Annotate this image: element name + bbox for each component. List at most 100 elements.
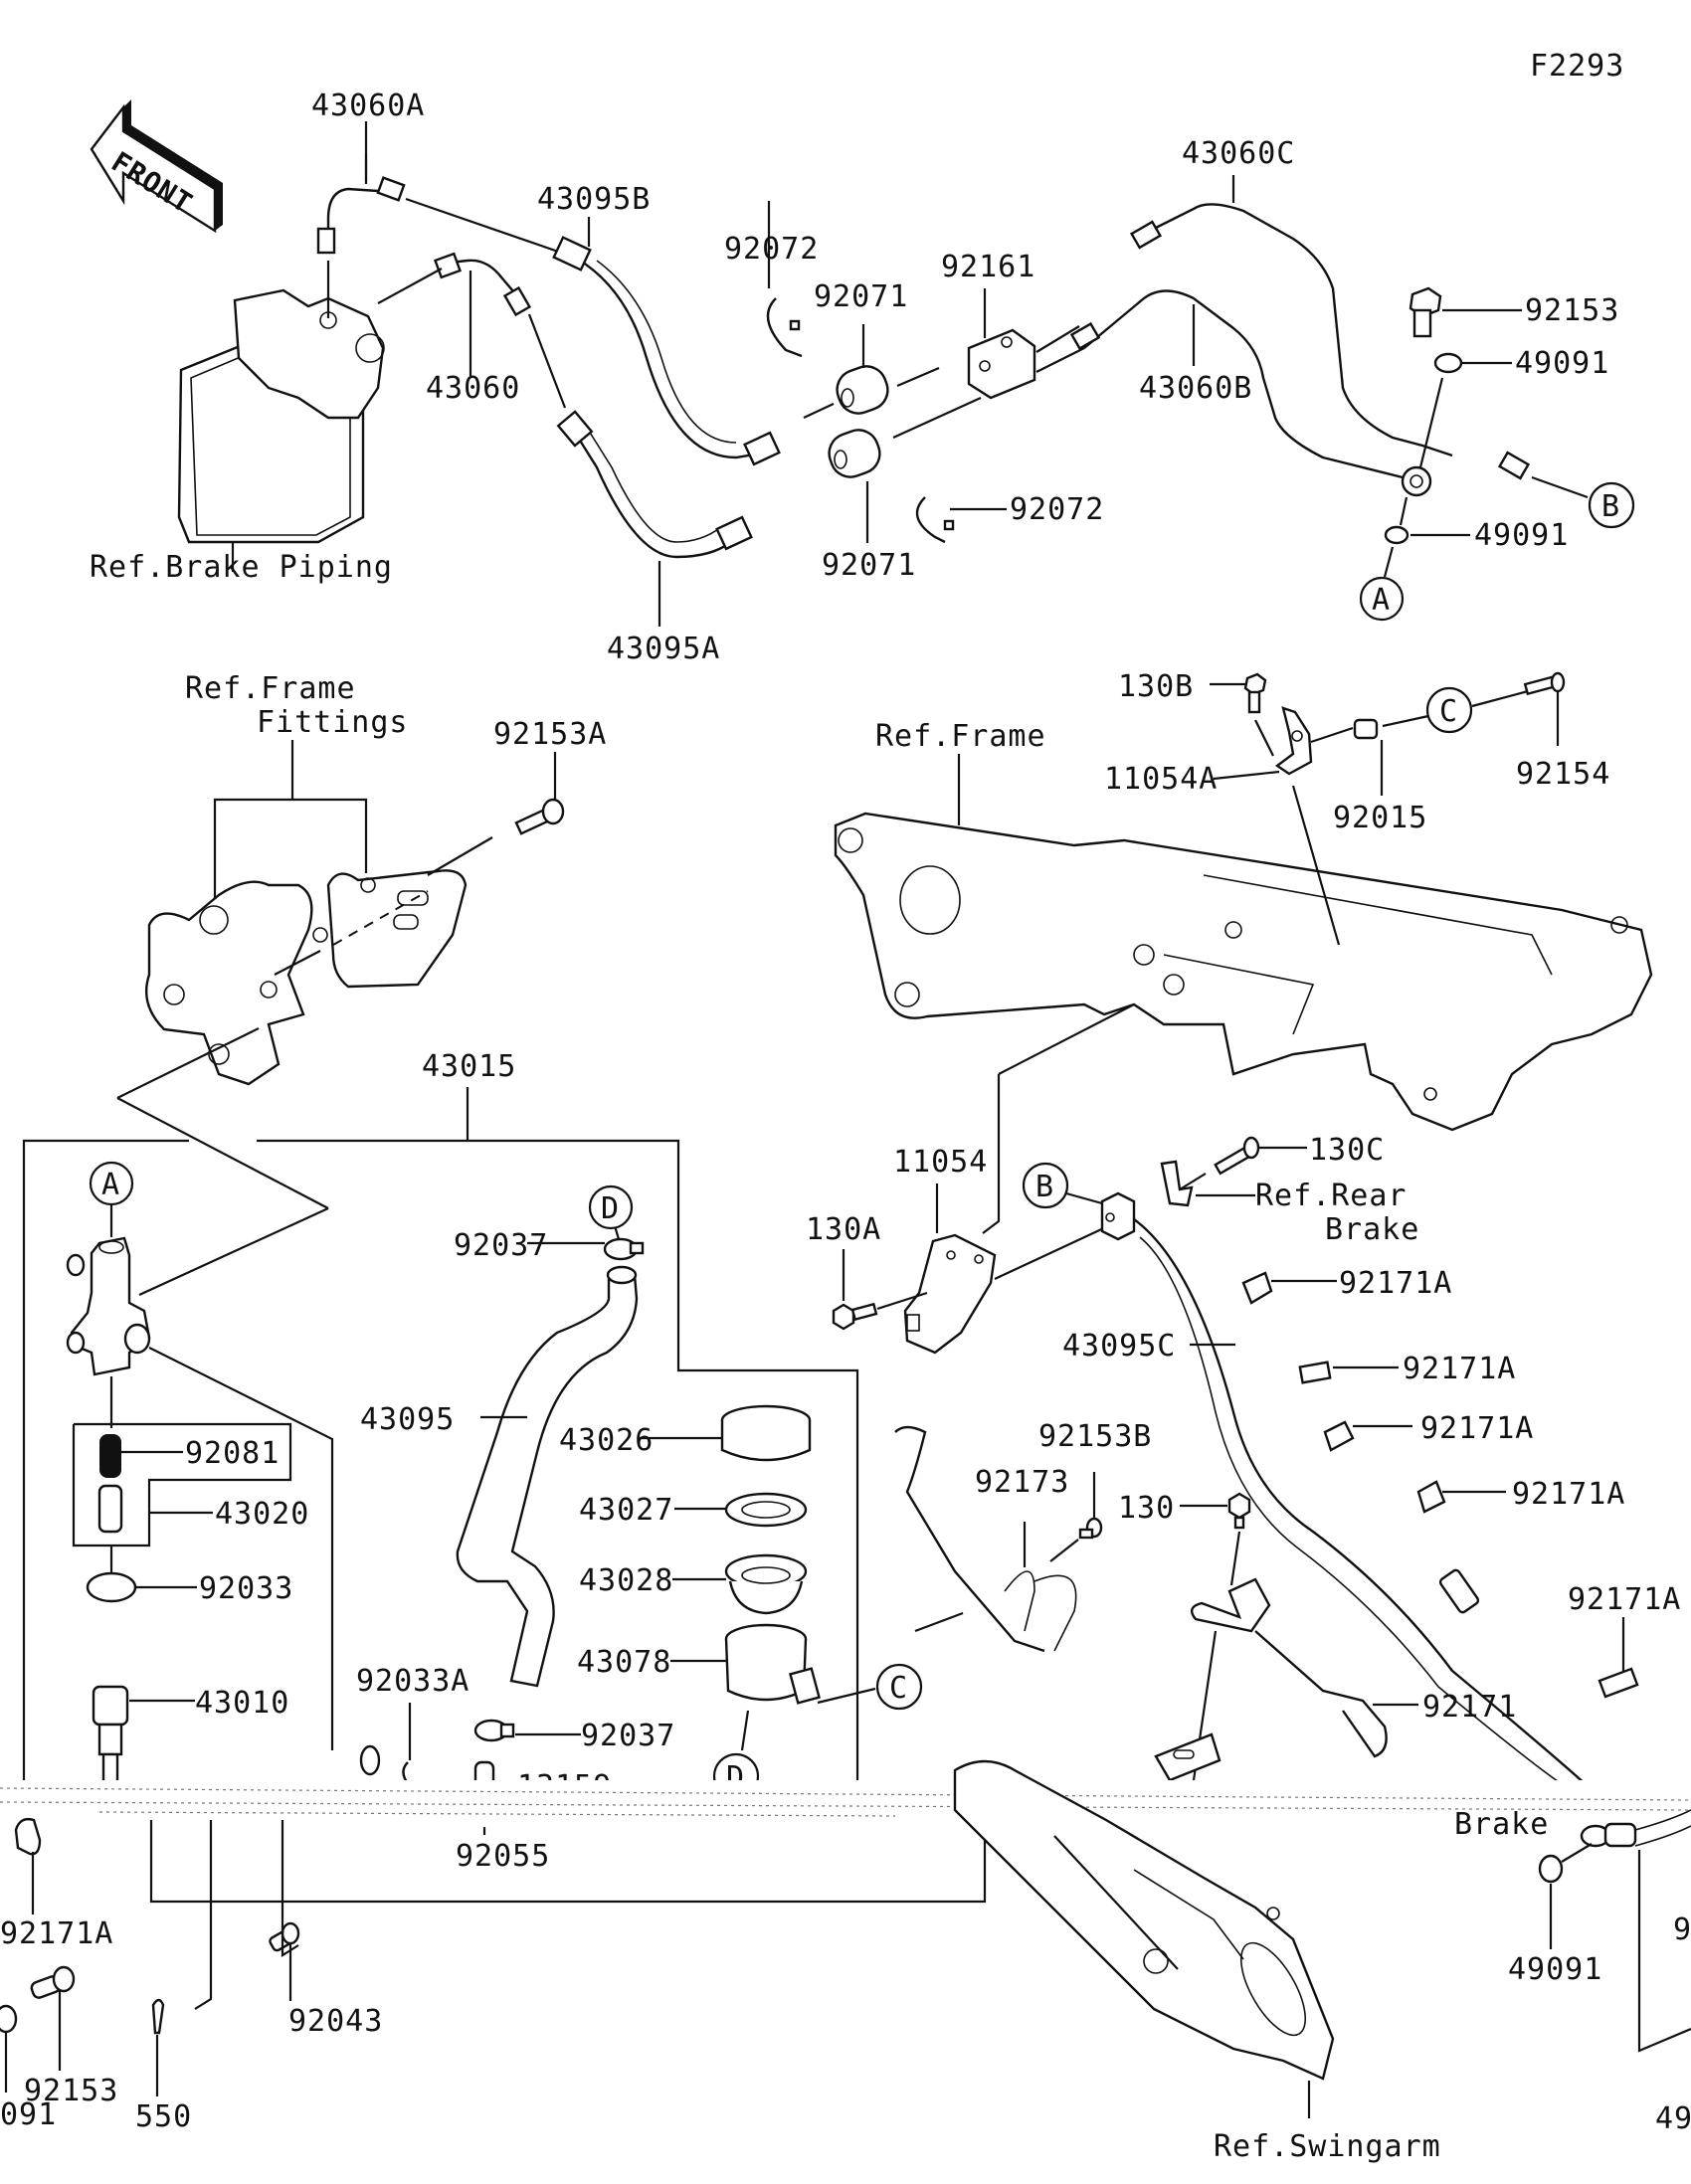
label-92081: 92081 [185, 1436, 280, 1471]
hose-end-fitting [1580, 1809, 1691, 1848]
svg-text:C: C [1439, 694, 1458, 729]
callout-a-top: A [1359, 576, 1405, 622]
tie-92072-b [915, 496, 946, 544]
reservoir-43078 [724, 1623, 821, 1705]
washer-49091-a [1433, 352, 1463, 374]
label-92161: 92161 [941, 250, 1035, 284]
banjo-bolt-92153-bottom [30, 1965, 76, 1999]
rear-brake-bracket [1154, 1732, 1221, 1782]
ref-frame-fittings-2: Fittings [257, 705, 409, 740]
label-92153B: 92153B [1038, 1419, 1152, 1454]
reservoir-hose-43095 [456, 1265, 639, 1688]
pipe-43060b [1083, 289, 1404, 479]
label-92072-b: 92072 [1010, 492, 1104, 527]
label-130B: 130B [1118, 669, 1194, 704]
svg-text:B: B [1035, 1170, 1054, 1204]
clamp-92171a-1 [1241, 1271, 1273, 1305]
label-43026: 43026 [559, 1423, 654, 1458]
label-49091-b: 49091 [1474, 518, 1569, 553]
spring-92081 [99, 1434, 121, 1478]
figure-id: F2293 [1530, 49, 1624, 84]
svg-text:D: D [601, 1191, 620, 1226]
assembly-bracket-bottom [149, 1820, 987, 1904]
cap-43026 [720, 1404, 812, 1462]
washer-49091-c [1538, 1854, 1564, 1884]
render-glitch-band [0, 1780, 1691, 1830]
bolt-92153a [514, 798, 565, 835]
front-arrow-icon: FRONT [90, 99, 223, 234]
label-edge-49: 49 [1655, 2101, 1691, 2136]
label-92154: 92154 [1516, 757, 1610, 792]
label-92153A: 92153A [493, 717, 607, 752]
label-43095C: 43095C [1062, 1329, 1176, 1364]
label-43060B: 43060B [1139, 371, 1252, 406]
label-130C: 130C [1309, 1133, 1385, 1168]
guide-92173 [894, 1425, 1077, 1653]
hose-joint-b [1100, 1191, 1136, 1241]
label-49091-c: 49091 [1508, 1952, 1602, 1987]
master-cylinder-body [66, 1236, 151, 1376]
ref-rear-brake-1: Ref.Rear [1255, 1179, 1408, 1213]
fitting-43060a-upper [376, 176, 406, 202]
clamp-92037-bottom [473, 1719, 515, 1742]
abs-unit [177, 288, 385, 544]
callout-b-top: B [1588, 481, 1635, 529]
label-43060C: 43060C [1182, 136, 1295, 171]
rear-frame [834, 812, 1653, 1132]
label-92171: 92171 [1422, 1690, 1517, 1725]
swingarm [953, 1759, 1335, 2081]
label-92153-bottom: 92153 [24, 2074, 118, 2108]
bracket-11054 [903, 1233, 997, 1355]
label-43020: 43020 [215, 1497, 309, 1532]
clamp-92171 [1190, 1577, 1388, 1758]
label-43095B: 43095B [537, 182, 651, 217]
label-92033: 92033 [199, 1571, 293, 1606]
pipe-43060a [326, 187, 379, 239]
clamp-92171a-4 [1416, 1480, 1446, 1514]
label-92171A-3: 92171A [1420, 1411, 1534, 1446]
bracket-11054a [1274, 706, 1313, 776]
label-130: 130 [1118, 1491, 1175, 1526]
callout-c-left: C [875, 1663, 923, 1711]
pipe-43060 [449, 259, 520, 299]
washer-49091-d [0, 2004, 18, 2034]
collar-92015 [1353, 718, 1379, 740]
grommet-92071-b [828, 429, 881, 478]
label-92171A-4: 92171A [1512, 1477, 1625, 1512]
bolt-130 [1227, 1492, 1251, 1530]
diaphragm-plate-43027 [724, 1492, 808, 1528]
ref-rear-brake-2: Brake [1325, 1212, 1419, 1247]
label-43095: 43095 [360, 1402, 455, 1437]
label-11054A: 11054A [1104, 762, 1218, 797]
label-43060: 43060 [426, 371, 520, 406]
label-92037-bottom: 92037 [581, 1719, 675, 1753]
label-92071-a: 92071 [814, 279, 908, 314]
banjo-bolt-92153-top [1409, 286, 1442, 338]
clip-rear-brake [1160, 1160, 1194, 1207]
label-92153-top: 92153 [1525, 293, 1619, 328]
label-43027: 43027 [579, 1493, 673, 1528]
screw-92153b [1078, 1517, 1103, 1540]
tie-92072-a [766, 297, 803, 358]
fitting-43060a-lower [316, 227, 336, 255]
circlip-92033 [86, 1571, 137, 1603]
clamp-92037-top [603, 1237, 645, 1261]
label-92171A-2: 92171A [1403, 1352, 1516, 1386]
label-43028: 43028 [579, 1563, 673, 1598]
callout-c-right: C [1425, 686, 1473, 734]
callout-d-top: D [588, 1184, 634, 1230]
piston-43020 [97, 1484, 123, 1534]
callout-a-left: A [89, 1161, 134, 1206]
label-11054: 11054 [893, 1145, 988, 1180]
clamp-92171a-2 [1298, 1361, 1332, 1384]
bolt-130b [1243, 672, 1267, 714]
label-92071-b: 92071 [822, 548, 916, 583]
label-49091-d: 091 [0, 2097, 57, 2132]
label-92037-top: 92037 [454, 1228, 548, 1263]
pushrod-43010 [92, 1685, 129, 1792]
clamp-92171a-6 [14, 1817, 42, 1856]
svg-text:B: B [1601, 489, 1620, 524]
bolt-130a [832, 1302, 878, 1331]
diaphragm-43028 [724, 1553, 808, 1615]
ref-brake-piping: Ref.Brake Piping [90, 550, 393, 585]
